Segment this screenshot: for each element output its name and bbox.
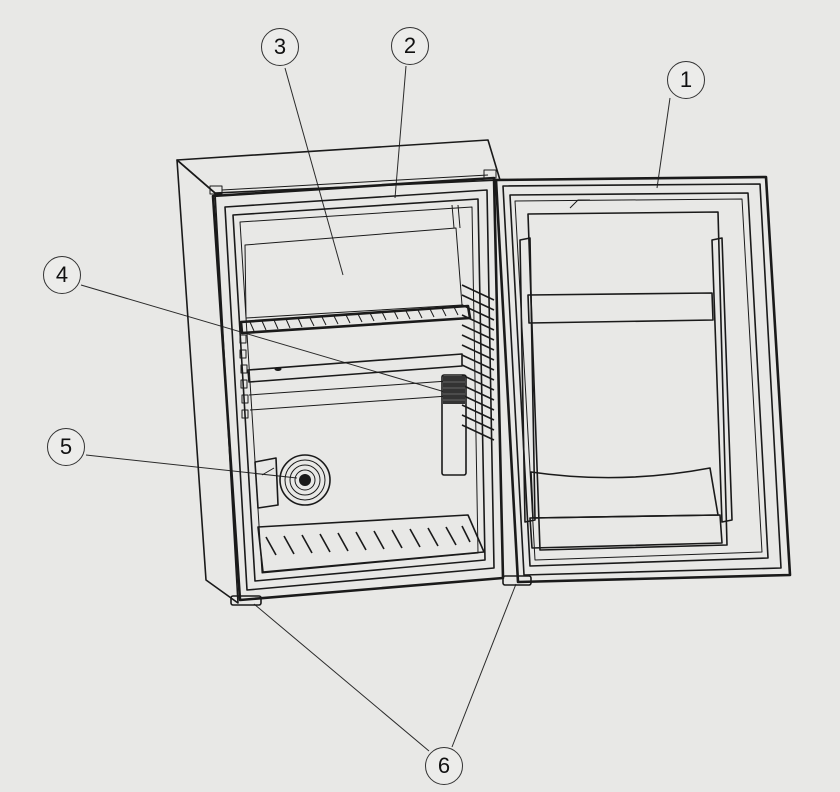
drain-coil [254, 454, 331, 509]
callout-4-thermostat: 4 [43, 256, 81, 294]
back-panel [244, 204, 463, 319]
callout-5-drain: 5 [47, 428, 85, 466]
thermostat [441, 374, 467, 476]
door [494, 175, 792, 584]
upper-shelf [239, 304, 472, 335]
callout-3-back-panel: 3 [261, 28, 299, 66]
callout-2-top-frame: 2 [391, 27, 429, 65]
freezer-compartment [247, 353, 463, 411]
side-rails [461, 284, 495, 441]
bottom-tray [257, 514, 485, 573]
callout-1-door: 1 [667, 61, 705, 99]
callout-6-feet: 6 [425, 747, 463, 785]
leader-lines [80, 65, 671, 752]
cabinet [176, 139, 505, 604]
left-rails [239, 334, 249, 419]
